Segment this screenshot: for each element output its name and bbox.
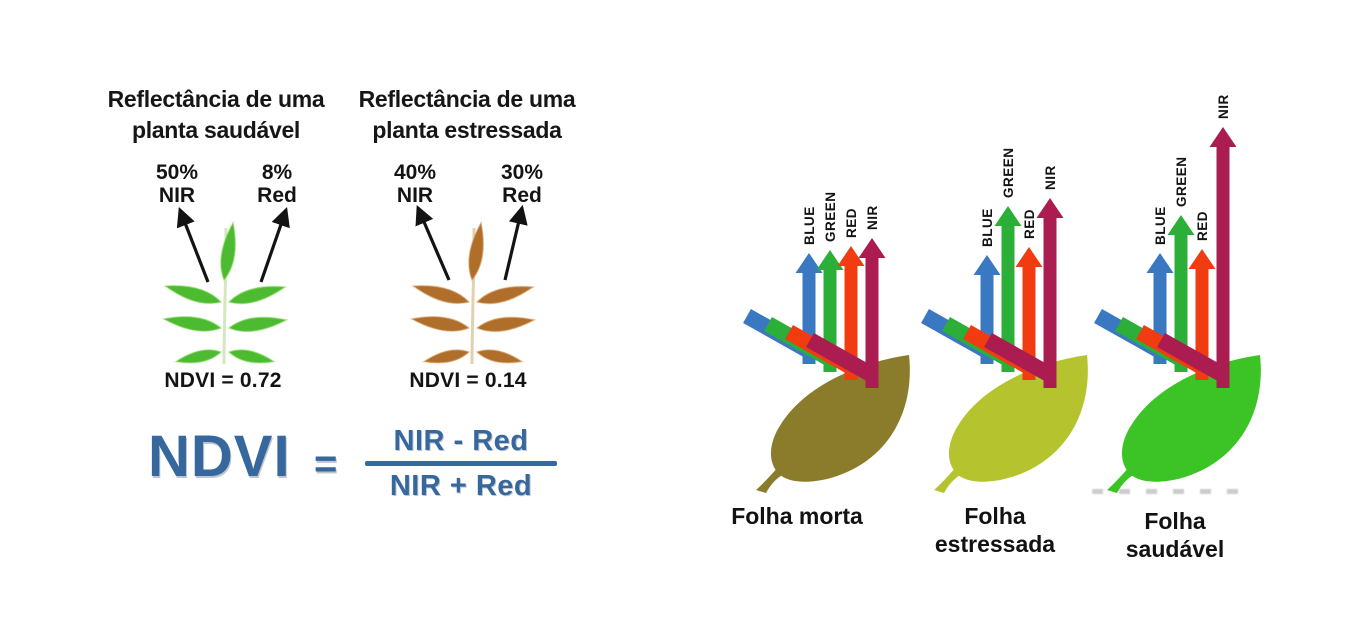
- reflected-arrow-red: [837, 246, 865, 380]
- reflected-arrow-nir: [1209, 127, 1237, 388]
- band-label-nir: NIR: [1216, 94, 1231, 119]
- spectral-group-dead-leaf: BLUE GREEN RED NIR: [743, 191, 910, 493]
- stressed-ndvi-value: NDVI = 0.14: [409, 369, 527, 392]
- leaf-shape: [227, 349, 276, 364]
- reflected-arrow-green: [1167, 215, 1195, 372]
- band-label-blue: BLUE: [980, 208, 995, 247]
- formula-numerator: NIR - Red: [393, 425, 529, 457]
- caption-stressed-leaf: Folha estressada: [900, 502, 1090, 558]
- reflected-arrow-green: [994, 206, 1022, 372]
- spectral-group-healthy-leaf: BLUE GREEN RED NIR: [1094, 94, 1261, 493]
- stressed-plant-title-line1: Reflectância de uma: [358, 86, 576, 112]
- reflected-arrow-nir: [1036, 198, 1064, 388]
- reflectance-arrows: [176, 204, 528, 283]
- leaf-shape: [409, 316, 471, 332]
- leaf-shape: [770, 355, 910, 482]
- stressed-plant-illustration: [409, 220, 537, 365]
- leaf-shape: [411, 285, 471, 305]
- leaf-shape: [475, 285, 536, 305]
- healthy-nir-pct: 50%: [155, 161, 199, 184]
- band-label-nir: NIR: [865, 205, 880, 230]
- band-label-nir: NIR: [1043, 165, 1058, 190]
- leaf-shape: [161, 316, 223, 332]
- band-label-red: RED: [1195, 211, 1210, 241]
- leaf-stem: [1107, 466, 1139, 493]
- formula-equals: =: [314, 442, 338, 486]
- healthy-ndvi-value: NDVI = 0.72: [164, 369, 282, 392]
- caption-healthy-leaf: Folha saudável: [1080, 507, 1270, 563]
- healthy-plant-title: Reflectância de uma planta saudável: [61, 84, 371, 146]
- healthy-red-pct: 8%: [261, 161, 293, 184]
- nir-arrow-healthy: [176, 207, 210, 283]
- reflected-arrow-nir: [858, 238, 886, 388]
- leaf-shape: [163, 285, 223, 305]
- band-label-red: RED: [1022, 209, 1037, 239]
- band-label-blue: BLUE: [802, 206, 817, 245]
- stressed-nir-band: NIR: [396, 184, 434, 207]
- stressed-nir-pct: 40%: [393, 161, 437, 184]
- stressed-plant-title: Reflectância de uma planta estressada: [312, 84, 622, 146]
- red-arrow-healthy: [259, 206, 290, 283]
- nir-arrow-stressed: [415, 205, 451, 281]
- stressed-red-label: 30% Red: [477, 161, 567, 207]
- healthy-plant-illustration: [161, 220, 289, 365]
- reflected-arrow-red: [1188, 249, 1216, 380]
- reflected-arrow-blue: [973, 255, 1001, 364]
- erased-text-artifact: [1092, 489, 1246, 494]
- incoming-light-stripe-nir: [984, 333, 1056, 383]
- formula-fraction: NIR - Red NIR + Red: [363, 424, 559, 503]
- reflected-arrow-green: [816, 250, 844, 372]
- leaf-stem: [934, 466, 966, 493]
- caption-line: Folha morta: [731, 503, 863, 529]
- spectral-group-stressed-leaf: BLUE GREEN RED NIR: [921, 147, 1088, 493]
- fraction-bar: [365, 461, 557, 466]
- stressed-red-band: Red: [502, 184, 542, 207]
- leaf-shape: [422, 349, 471, 364]
- caption-line: Folha: [1144, 508, 1206, 534]
- band-label-red: RED: [844, 208, 859, 238]
- leaf-shape: [948, 355, 1088, 482]
- reflected-arrow-blue: [1146, 253, 1174, 364]
- leaf-shape: [227, 285, 288, 305]
- leaf-shape: [1121, 355, 1261, 482]
- healthy-plant-title-line2: planta saudável: [131, 117, 301, 143]
- healthy-red-label: 8% Red: [232, 161, 322, 207]
- red-arrow-stressed: [503, 204, 528, 281]
- healthy-plant-title-line1: Reflectância de uma: [107, 86, 325, 112]
- reflected-arrow-red: [1015, 247, 1043, 380]
- incoming-light-stripe-nir: [1157, 333, 1229, 383]
- plant-leaves: [161, 220, 289, 364]
- band-label-green: GREEN: [823, 191, 838, 242]
- caption-line: Folha: [964, 503, 1026, 529]
- caption-line: estressada: [934, 531, 1056, 557]
- reflected-arrow-blue: [795, 253, 823, 364]
- leaf-illustration-healthy-leaf: [1107, 355, 1261, 493]
- band-label-green: GREEN: [1174, 156, 1189, 207]
- healthy-red-band: Red: [257, 184, 297, 207]
- plant-leaves: [409, 220, 537, 364]
- stressed-nir-label: 40% NIR: [370, 161, 460, 207]
- caption-dead-leaf: Folha morta: [702, 502, 892, 530]
- caption-line: saudável: [1125, 536, 1225, 562]
- stressed-red-pct: 30%: [500, 161, 544, 184]
- healthy-nir-label: 50% NIR: [132, 161, 222, 207]
- band-label-blue: BLUE: [1153, 206, 1168, 245]
- leaf-shape: [475, 349, 524, 364]
- band-label-green: GREEN: [1001, 147, 1016, 198]
- stressed-plant-title-line2: planta estressada: [372, 117, 562, 143]
- leaf-illustration-stressed-leaf: [934, 355, 1088, 493]
- healthy-nir-band: NIR: [158, 184, 196, 207]
- leaf-stem: [756, 466, 788, 493]
- leaf-shape: [468, 220, 484, 282]
- leaf-shape: [227, 316, 289, 333]
- leaf-shape: [220, 220, 236, 282]
- leaf-shape: [174, 349, 223, 364]
- formula-denominator: NIR + Red: [389, 469, 533, 502]
- leaf-shape: [475, 316, 537, 333]
- leaf-illustration-dead-leaf: [756, 355, 910, 493]
- incoming-light-stripe-nir: [806, 333, 878, 383]
- formula-ndvi: NDVI: [148, 424, 291, 489]
